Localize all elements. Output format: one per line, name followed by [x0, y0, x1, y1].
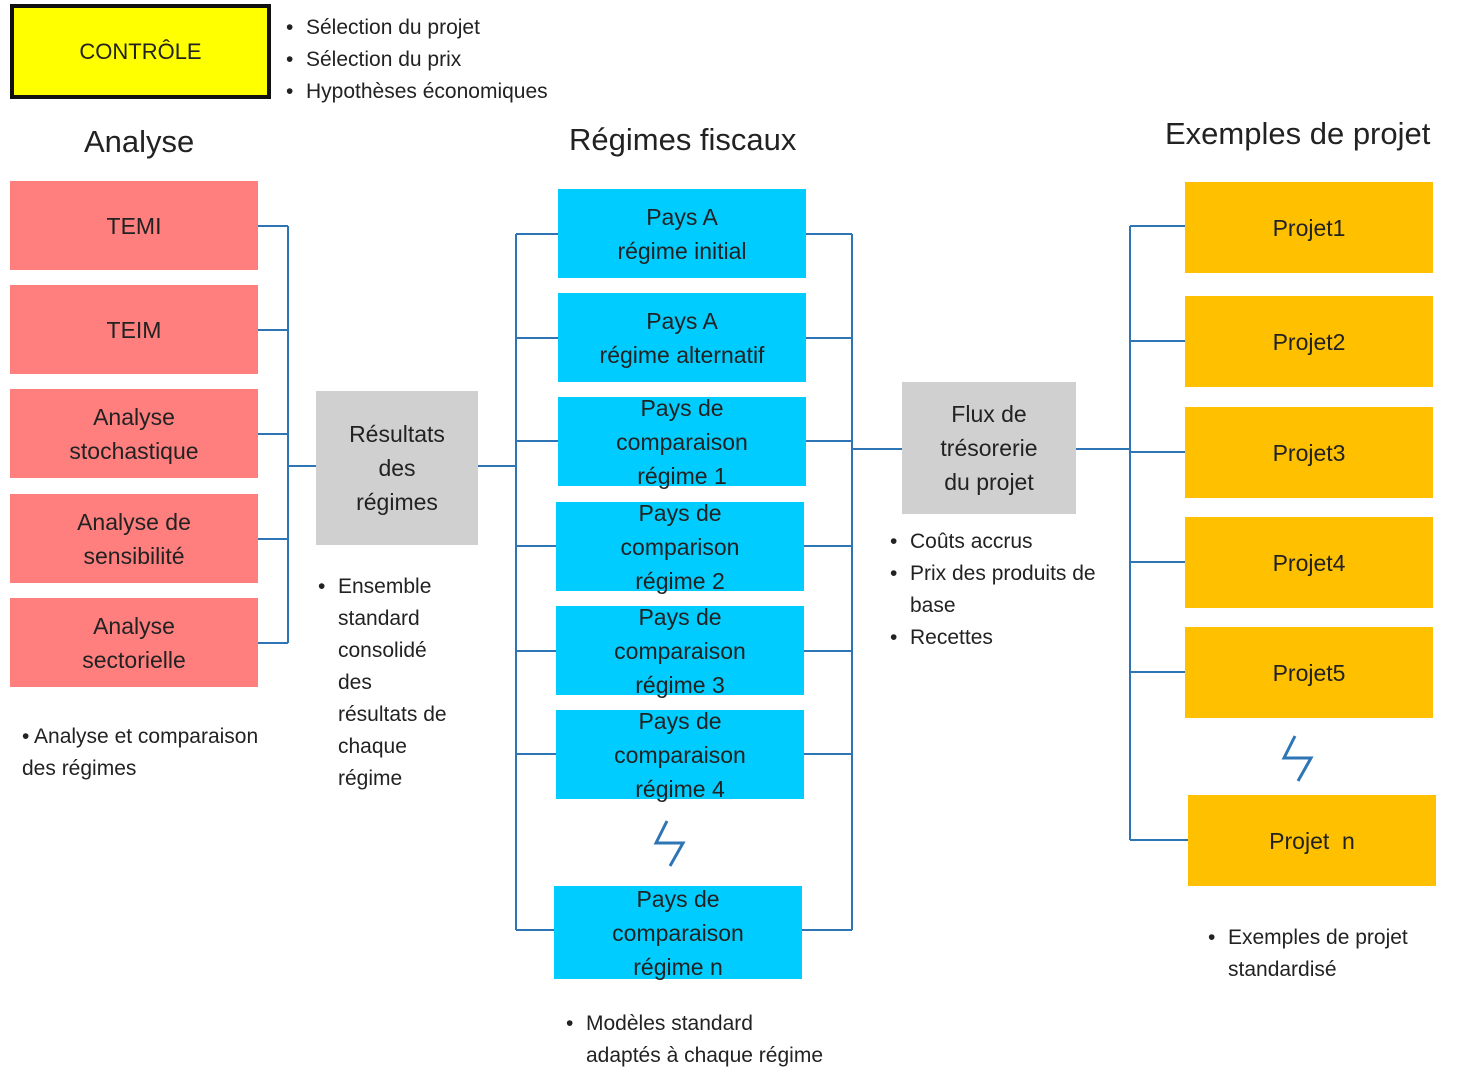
analysis-box-sensitivity: Analyse de sensibilité — [10, 494, 258, 583]
regime-box-comparison-4: Pays de comparaison régime 4 — [556, 708, 804, 802]
regimes-heading: Régimes fiscaux — [569, 122, 797, 157]
regimes-bullet: Modèles standard adaptés à chaque régime — [564, 1008, 823, 1072]
results-box: Résultats des régimes — [316, 391, 478, 545]
project-box-n: Projet n — [1188, 795, 1436, 886]
regime-box-alternative: Pays A régime alternatif — [558, 293, 806, 382]
project-box-2: Projet2 — [1185, 296, 1433, 387]
project-box-4: Projet4 — [1185, 517, 1433, 608]
control-box: CONTRÔLE — [10, 4, 271, 99]
analysis-box-temi: TEMI — [10, 181, 258, 270]
cashflow-box: Flux de trésorerie du projet — [902, 382, 1076, 514]
analysis-note: • Analyse et comparaison des régimes — [22, 725, 259, 780]
analysis-box-sectoral: Analyse sectorielle — [10, 598, 258, 687]
control-bullets: Sélection du projet Sélection du prix Hy… — [284, 12, 548, 108]
regime-box-comparison-1: Pays de comparaison régime 1 — [558, 395, 806, 489]
control-label: CONTRÔLE — [79, 38, 202, 64]
control-bullet: Hypothèses économiques — [284, 76, 548, 108]
control-bullet: Sélection du projet — [284, 12, 548, 44]
project-box-1: Projet1 — [1185, 182, 1433, 273]
regime-box-comparison-3: Pays de comparaison régime 3 — [556, 604, 804, 698]
projects-heading: Exemples de projet — [1165, 116, 1431, 151]
cashflow-bullets: Coûts accrus Prix des produits de base R… — [888, 526, 1138, 654]
analysis-box-teim: TEIM — [10, 285, 258, 374]
regime-box-initial: Pays A régime initial — [558, 189, 806, 278]
analysis-box-stochastic: Analyse stochastique — [10, 389, 258, 478]
analysis-heading: Analyse — [84, 124, 195, 159]
projects-bullet: Exemples de projet standardisé — [1206, 922, 1408, 986]
regime-box-comparison-n: Pays de comparaison régime n — [554, 886, 802, 980]
project-box-5: Projet5 — [1185, 627, 1433, 718]
zigzag-continuation-icon — [1281, 735, 1314, 782]
project-box-3: Projet3 — [1185, 407, 1433, 498]
zigzag-continuation-icon — [653, 820, 686, 867]
regime-box-comparison-2: Pays de comparison régime 2 — [556, 500, 804, 594]
results-bullet: Ensemble standard consolidé des résultat… — [316, 571, 476, 795]
control-bullet: Sélection du prix — [284, 44, 548, 76]
